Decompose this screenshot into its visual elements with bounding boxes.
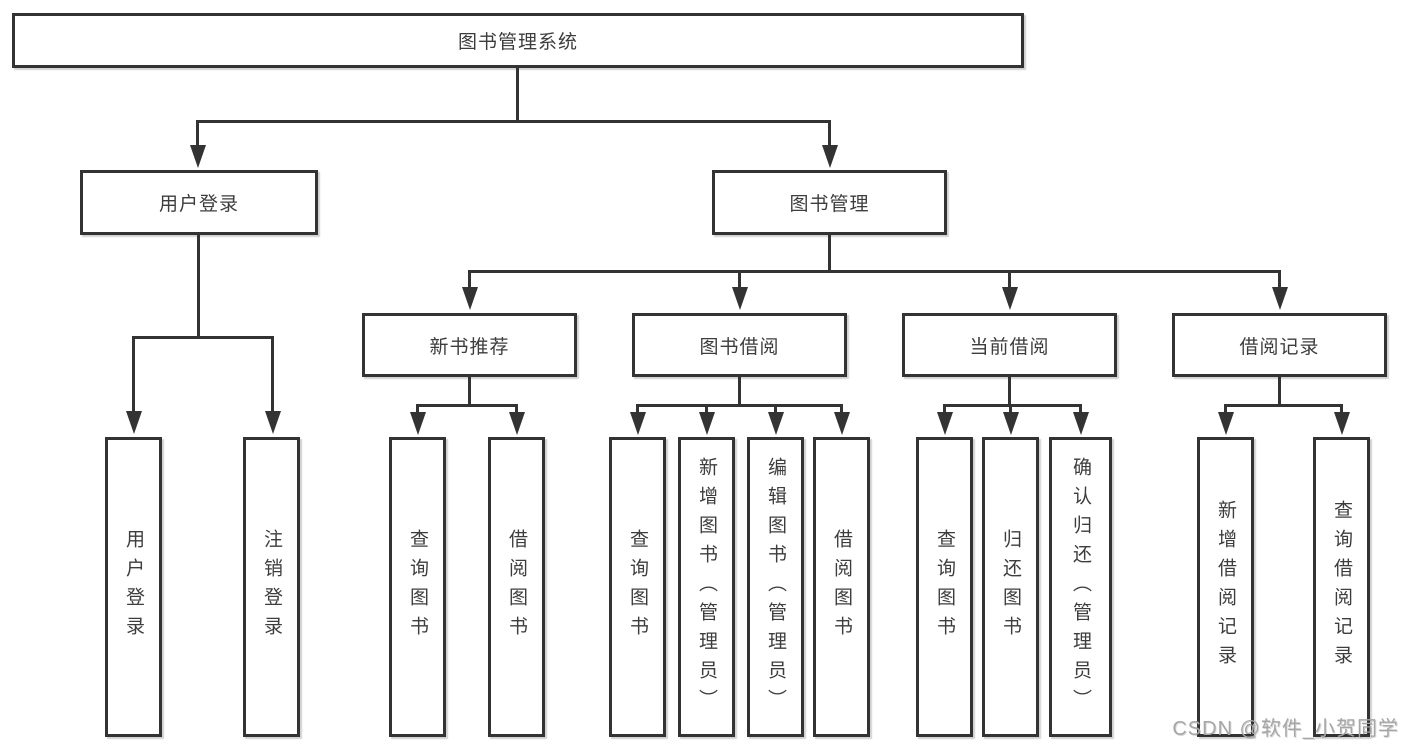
connector-new-book-spread xyxy=(416,404,518,407)
leaf-add-borrow-record-label: 新增借阅记录 xyxy=(1215,500,1236,674)
connector-current-borrow-spread xyxy=(943,404,1082,407)
csdn-watermark: CSDN @软件_小贺同学 xyxy=(1172,718,1399,740)
connector-drop xyxy=(774,404,777,414)
connector-user-login-stem xyxy=(197,235,200,339)
leaf-add-borrow-record: 新增借阅记录 xyxy=(1197,437,1254,737)
node-book-borrow: 图书借阅 xyxy=(632,313,847,377)
arrow-down-icon xyxy=(509,412,525,435)
node-book-management-label: 图书管理 xyxy=(789,194,870,215)
connector-drop xyxy=(840,404,843,414)
connector-book-management-spread xyxy=(468,270,1281,273)
arrow-down-icon xyxy=(937,412,953,435)
connector-drop-book-borrow xyxy=(738,270,741,290)
arrow-down-icon xyxy=(462,287,478,310)
connector-new-book-stem xyxy=(468,377,471,406)
node-new-book-recommend: 新书推荐 xyxy=(362,313,577,377)
leaf-logout-label: 注销登录 xyxy=(261,529,282,645)
connector-drop-leaf-login xyxy=(132,336,135,414)
connector-root-spread xyxy=(197,120,831,123)
leaf-confirm-return-admin: 确认归还（管理员） xyxy=(1049,437,1112,737)
connector-book-borrow-spread xyxy=(636,404,842,407)
arrow-down-icon xyxy=(190,145,206,168)
node-user-login: 用户登录 xyxy=(80,170,318,235)
connector-borrow-records-stem xyxy=(1278,377,1281,406)
node-borrow-records: 借阅记录 xyxy=(1172,313,1387,377)
leaf-query-books-borrow-label: 查询图书 xyxy=(627,529,648,645)
leaf-borrow-books-label: 借阅图书 xyxy=(831,529,852,645)
node-borrow-records-label: 借阅记录 xyxy=(1239,336,1320,358)
leaf-borrow-books-recommend-label: 借阅图书 xyxy=(506,529,527,645)
arrow-down-icon xyxy=(126,411,142,434)
leaf-borrow-books-recommend: 借阅图书 xyxy=(488,437,545,737)
arrow-down-icon xyxy=(834,412,850,435)
arrow-down-icon xyxy=(822,145,838,168)
leaf-query-books-borrow: 查询图书 xyxy=(609,437,666,737)
node-book-borrow-label: 图书借阅 xyxy=(699,336,780,358)
arrow-down-icon xyxy=(732,287,748,310)
connector-drop xyxy=(416,404,419,414)
node-current-borrow: 当前借阅 xyxy=(902,313,1117,377)
connector-drop-user-login xyxy=(196,120,199,148)
leaf-user-login-label: 用户登录 xyxy=(123,529,144,645)
connector-drop xyxy=(515,404,518,414)
leaf-add-book-admin-label: 新增图书（管理员） xyxy=(696,456,717,718)
connector-drop xyxy=(943,404,946,414)
arrow-down-icon xyxy=(1334,412,1350,435)
leaf-query-books-recommend: 查询图书 xyxy=(389,437,446,737)
connector-drop-leaf-logout xyxy=(271,336,274,414)
node-root-label: 图书管理系统 xyxy=(457,32,578,53)
arrow-down-icon xyxy=(1218,412,1234,435)
connector-current-borrow-stem xyxy=(1008,377,1011,406)
leaf-query-books-current-label: 查询图书 xyxy=(934,529,955,645)
node-new-book-recommend-label: 新书推荐 xyxy=(429,336,510,358)
connector-book-management-stem xyxy=(828,235,831,273)
connector-drop xyxy=(1224,404,1227,414)
leaf-return-book: 归还图书 xyxy=(982,437,1039,737)
leaf-query-borrow-record-label: 查询借阅记录 xyxy=(1331,500,1352,674)
connector-drop-book-management xyxy=(828,120,831,148)
leaf-query-borrow-record: 查询借阅记录 xyxy=(1313,437,1370,737)
leaf-borrow-books: 借阅图书 xyxy=(813,437,870,737)
arrow-down-icon xyxy=(1073,412,1089,435)
arrow-down-icon xyxy=(410,412,426,435)
arrow-down-icon xyxy=(768,412,784,435)
arrow-down-icon xyxy=(265,411,281,434)
connector-drop xyxy=(636,404,639,414)
leaf-return-book-label: 归还图书 xyxy=(1000,529,1021,645)
connector-drop xyxy=(705,404,708,414)
leaf-edit-book-admin-label: 编辑图书（管理员） xyxy=(765,456,786,718)
connector-drop-current-borrow xyxy=(1008,270,1011,290)
leaf-query-books-current: 查询图书 xyxy=(916,437,973,737)
leaf-add-book-admin: 新增图书（管理员） xyxy=(678,437,735,737)
connector-drop xyxy=(1079,404,1082,414)
connector-root-stem xyxy=(516,68,519,120)
connector-drop-new-book xyxy=(468,270,471,290)
leaf-query-books-recommend-label: 查询图书 xyxy=(407,529,428,645)
arrow-down-icon xyxy=(1002,287,1018,310)
node-current-borrow-label: 当前借阅 xyxy=(969,336,1050,358)
arrow-down-icon xyxy=(699,412,715,435)
node-user-login-label: 用户登录 xyxy=(158,194,239,215)
connector-drop xyxy=(1009,404,1012,414)
leaf-logout: 注销登录 xyxy=(243,437,300,737)
node-book-management: 图书管理 xyxy=(712,170,947,235)
connector-book-borrow-stem xyxy=(738,377,741,406)
node-root: 图书管理系统 xyxy=(12,13,1024,68)
connector-borrow-records-spread xyxy=(1224,404,1343,407)
leaf-user-login: 用户登录 xyxy=(105,437,162,737)
connector-drop xyxy=(1340,404,1343,414)
arrow-down-icon xyxy=(630,412,646,435)
leaf-edit-book-admin: 编辑图书（管理员） xyxy=(747,437,804,737)
leaf-confirm-return-admin-label: 确认归还（管理员） xyxy=(1070,456,1091,718)
arrow-down-icon xyxy=(1003,412,1019,435)
connector-user-login-spread xyxy=(132,336,274,339)
connector-drop-borrow-records xyxy=(1278,270,1281,290)
arrow-down-icon xyxy=(1272,287,1288,310)
